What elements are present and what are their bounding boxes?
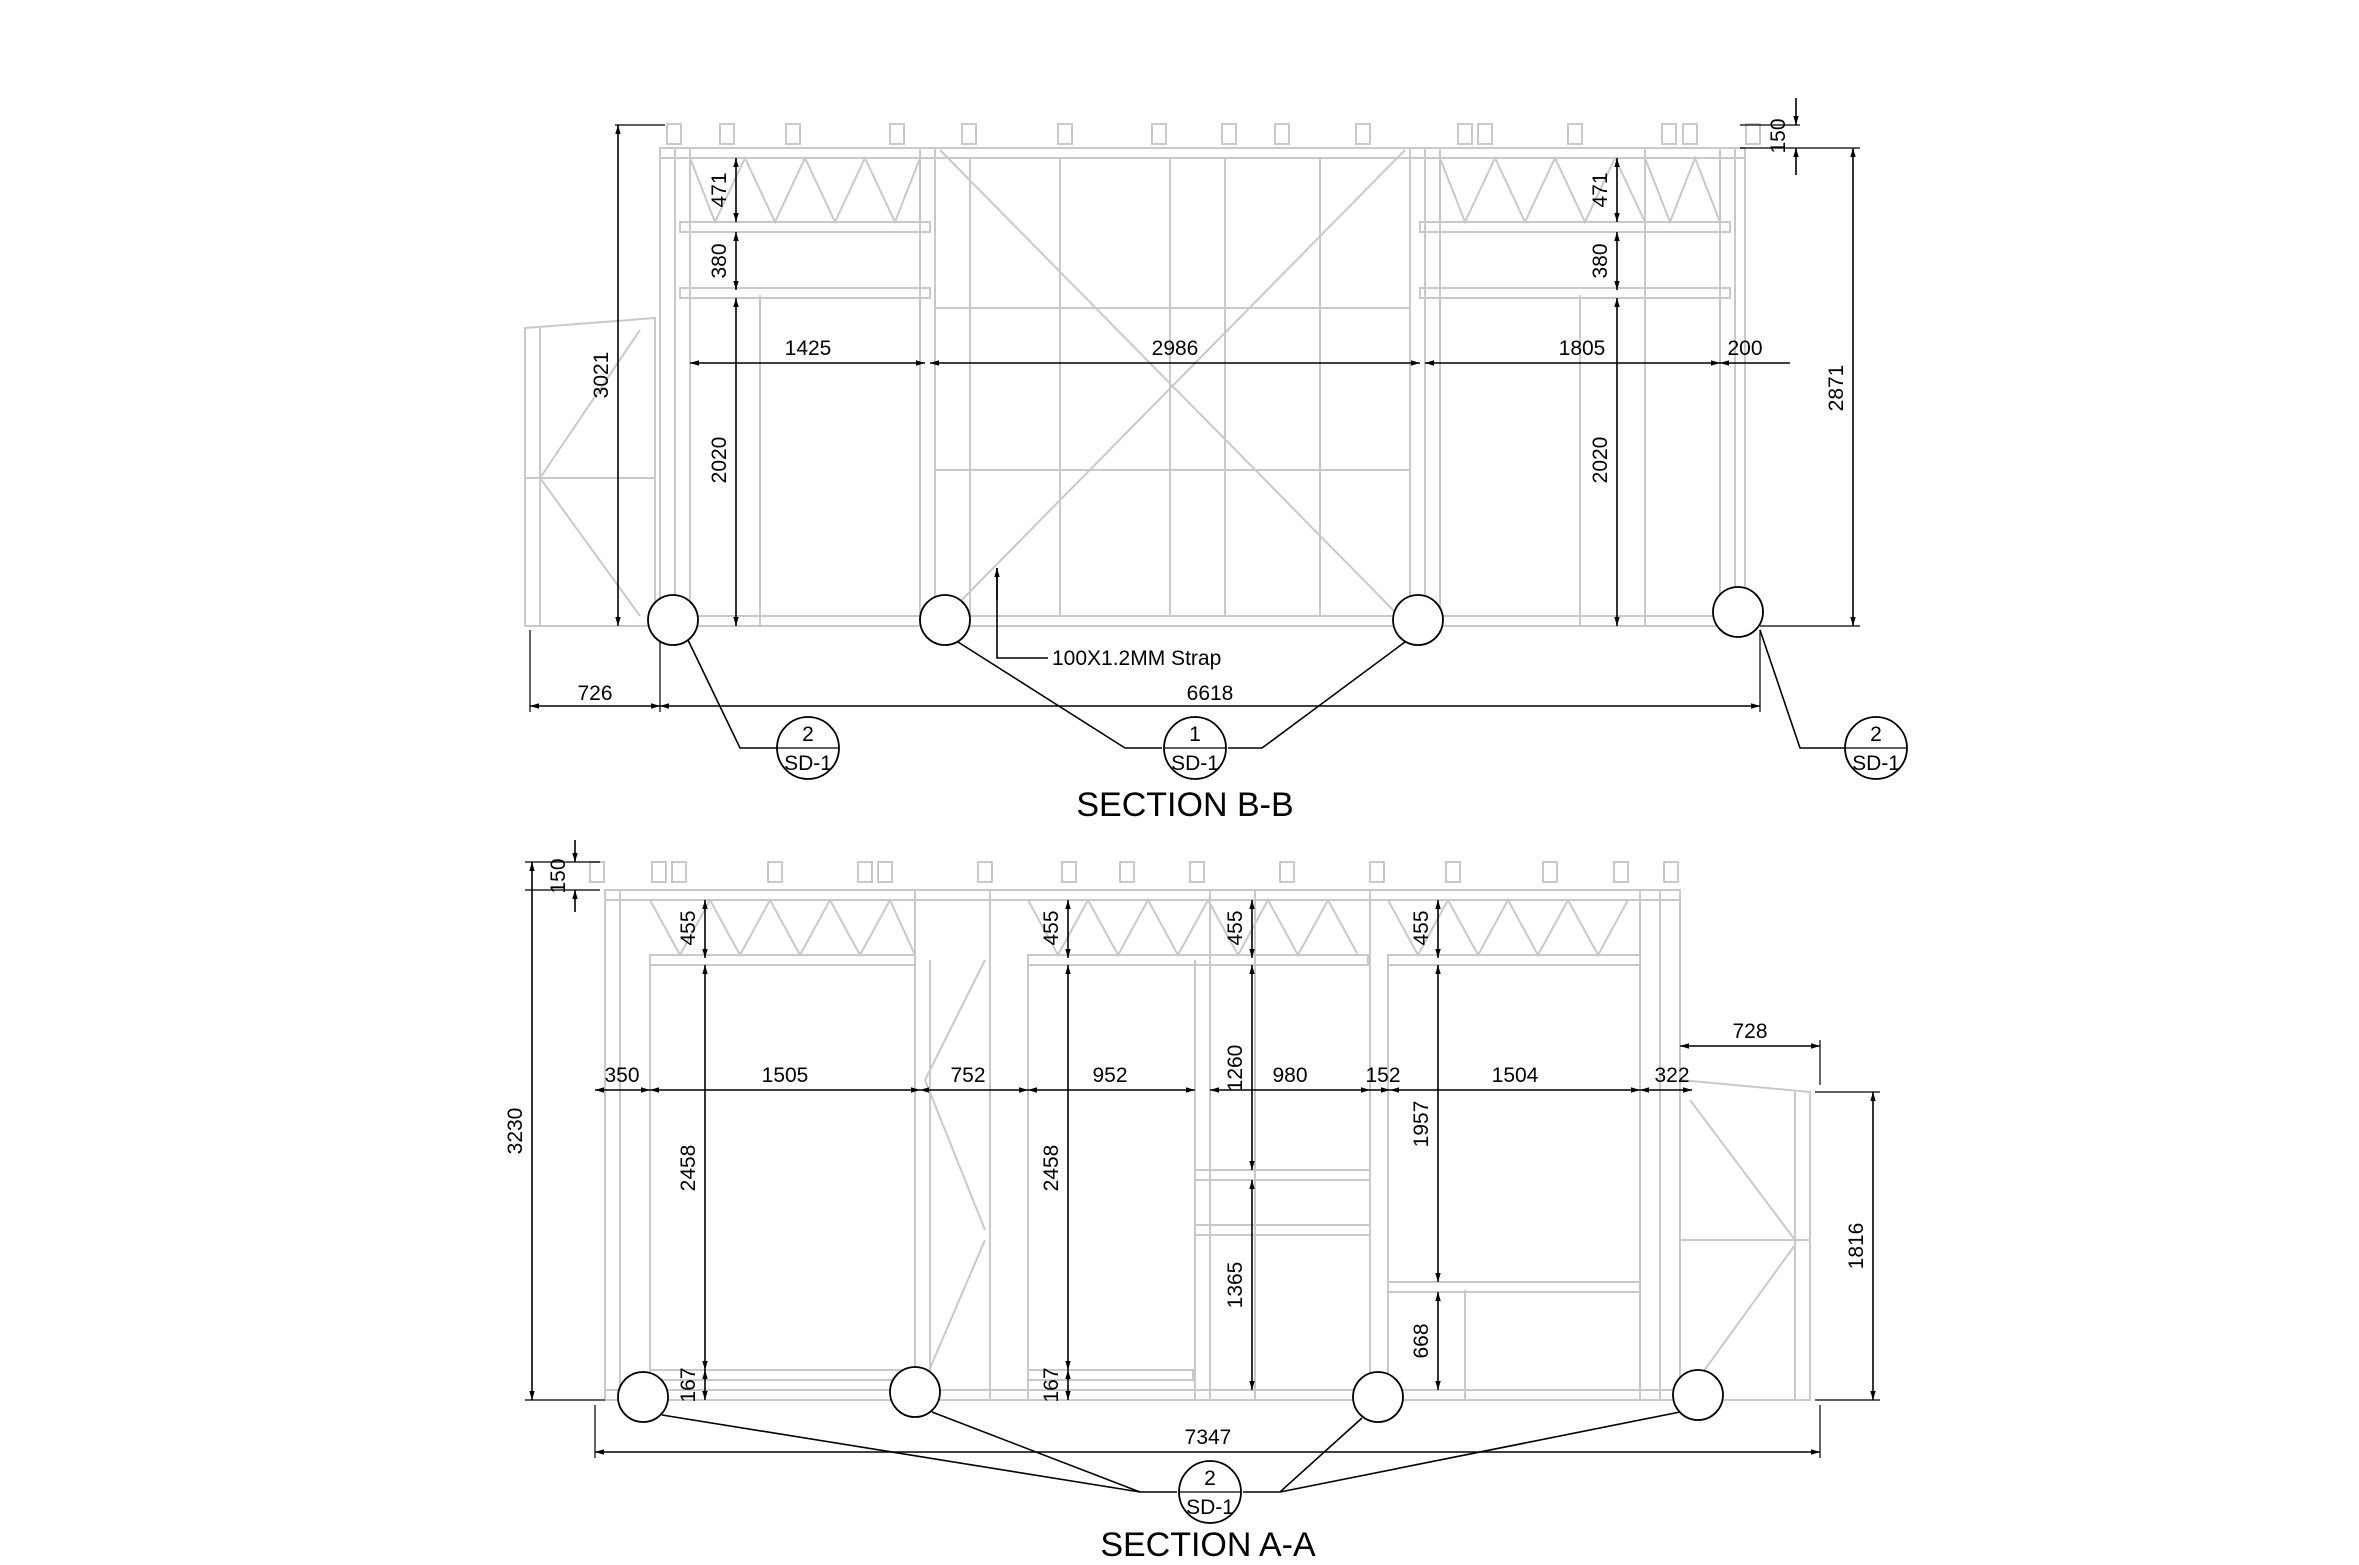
section-b-framing [524, 123, 1761, 627]
callout-a-1: 2 SD-1 [1178, 1460, 1242, 1524]
callout-b-1: 2 SD-1 [776, 716, 840, 780]
callout-b-3: 2 SD-1 [1844, 716, 1908, 780]
dim-a-2458-1: 2458 [677, 1145, 700, 1192]
dim-a-322: 322 [1654, 1064, 1689, 1087]
callout-number: 2 [1204, 1467, 1216, 1490]
dim-a-7347: 7347 [1185, 1426, 1232, 1449]
dim-b-1425: 1425 [785, 337, 832, 360]
dim-a-1365: 1365 [1224, 1262, 1247, 1309]
dim-b-726: 726 [577, 682, 612, 705]
dim-a-3230: 3230 [504, 1108, 527, 1155]
dim-a-752: 752 [950, 1064, 985, 1087]
dim-a-150: 150 [547, 858, 570, 893]
callout-sheet: SD-1 [1186, 1496, 1234, 1519]
callout-number: 2 [802, 723, 814, 746]
dim-a-455-4: 455 [1410, 910, 1433, 945]
dim-a-952: 952 [1092, 1064, 1127, 1087]
dim-a-167-1: 167 [677, 1367, 700, 1402]
dim-a-455-3: 455 [1224, 910, 1247, 945]
strap-note: 100X1.2MM Strap [1052, 647, 1221, 670]
dim-a-980: 980 [1272, 1064, 1307, 1087]
dim-a-1504: 1504 [1492, 1064, 1539, 1087]
dim-a-455-2: 455 [1040, 910, 1063, 945]
dim-a-2458-2: 2458 [1040, 1145, 1063, 1192]
section-a-framing [589, 861, 1811, 1401]
dim-a-1816: 1816 [1845, 1223, 1868, 1270]
section-b-title: SECTION B-B [1076, 786, 1293, 824]
section-a-title: SECTION A-A [1100, 1526, 1316, 1564]
dim-a-167-2: 167 [1040, 1367, 1063, 1402]
dim-b-2020-right: 2020 [1589, 437, 1612, 484]
callout-sheet: SD-1 [1171, 752, 1219, 775]
dim-a-668: 668 [1410, 1323, 1433, 1358]
dim-a-152: 152 [1365, 1064, 1400, 1087]
dim-b-2986: 2986 [1152, 337, 1199, 360]
callout-sheet: SD-1 [784, 752, 832, 775]
dim-b-380-right: 380 [1589, 243, 1612, 278]
callout-b-2: 1 SD-1 [1163, 716, 1227, 780]
dim-b-200: 200 [1727, 337, 1762, 360]
dim-b-150: 150 [1767, 118, 1790, 153]
section-b-dimensions: 150 471 380 471 380 1425 2986 1805 200 3… [529, 98, 1860, 712]
dim-b-6618: 6618 [1187, 682, 1234, 705]
dim-a-1957: 1957 [1410, 1101, 1433, 1148]
callout-number: 2 [1870, 723, 1882, 746]
dim-a-728: 728 [1732, 1020, 1767, 1043]
dim-a-455-1: 455 [677, 910, 700, 945]
dim-b-1805: 1805 [1559, 337, 1606, 360]
dim-b-2871: 2871 [1825, 365, 1848, 412]
dim-a-1505: 1505 [762, 1064, 809, 1087]
dim-b-3021: 3021 [590, 352, 613, 399]
dim-b-471-left: 471 [708, 172, 731, 207]
callout-number: 1 [1189, 723, 1201, 746]
section-a-dimensions: 150 455 455 455 455 728 350 1505 752 952… [504, 840, 1880, 1458]
section-b-callouts: 2 SD-1 1 SD-1 2 SD-1 SECTION B-B [647, 586, 1908, 824]
callout-sheet: SD-1 [1852, 752, 1900, 775]
dim-a-350: 350 [604, 1064, 639, 1087]
dim-b-471-right: 471 [1589, 172, 1612, 207]
dim-a-1260: 1260 [1224, 1045, 1247, 1092]
section-a-callouts: 2 SD-1 SECTION A-A [617, 1366, 1724, 1564]
dim-b-380-left: 380 [708, 243, 731, 278]
dim-b-2020-left: 2020 [708, 437, 731, 484]
